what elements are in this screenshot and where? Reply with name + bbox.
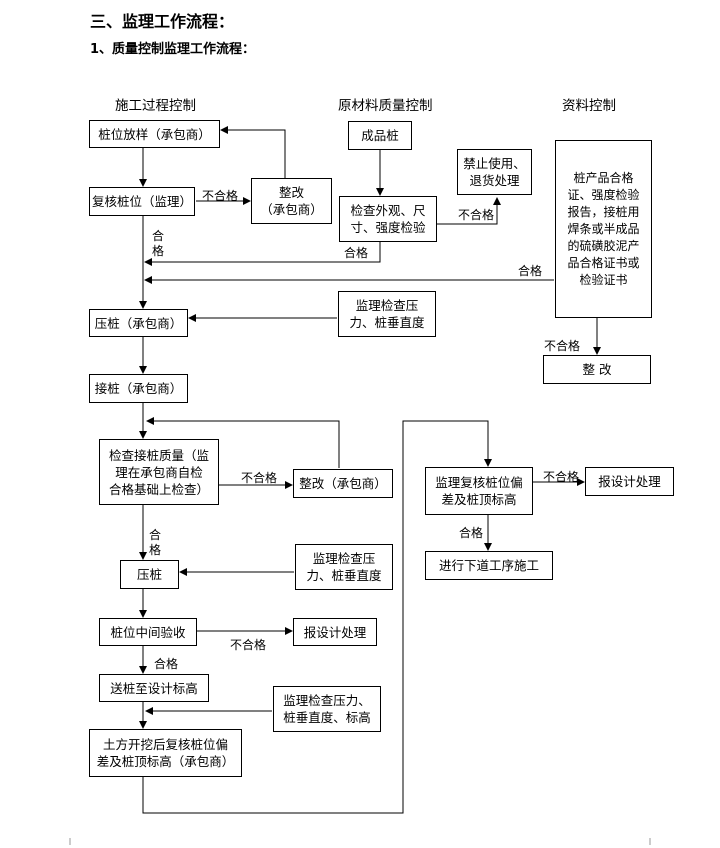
box-rectify-1: 整改 （承包商） [251, 178, 332, 224]
label-pass-recheck: 合 格 [152, 229, 165, 258]
label-fail-inspect: 不合格 [458, 208, 495, 222]
box-docs-list: 桩产品合格 证、强度检验 报告，接桩用 焊条或半成品 的硫磺胶泥产 品合格证书或… [555, 140, 652, 318]
label-pass-splice: 合 格 [149, 528, 162, 557]
label-fail-supervisor: 不合格 [543, 470, 580, 484]
box-check-splice: 检查接桩质量（监 理在承包商自检 合格基础上检查） [99, 439, 219, 505]
box-splice-pile: 接桩（承包商） [89, 374, 188, 403]
column-header-documents: 资料控制 [562, 98, 616, 114]
box-report-design-2: 报设计处理 [585, 467, 674, 496]
label-fail-docs: 不合格 [544, 339, 581, 353]
box-inspect-appearance: 检查外观、尺 寸、强度检验 [339, 196, 437, 242]
box-next-process: 进行下道工序施工 [425, 551, 553, 580]
label-fail-splice: 不合格 [241, 471, 278, 485]
label-fail-mid: 不合格 [230, 638, 267, 652]
box-press-pile-1: 压桩（承包商） [89, 309, 188, 337]
box-supervise-press-3: 监理检查压力、 桩垂直度、标高 [273, 686, 381, 732]
box-mid-acceptance: 桩位中间验收 [99, 618, 197, 646]
label-pass-mid: 合格 [154, 657, 179, 671]
box-supervise-press-1: 监理检查压 力、桩垂直度 [338, 291, 436, 337]
box-supervisor-recheck: 监理复核桩位偏 差及桩顶标高 [425, 467, 533, 515]
box-pile-layout: 桩位放样（承包商） [89, 120, 220, 148]
box-recheck-pile: 复核桩位（监理） [89, 187, 195, 216]
box-rectify-docs: 整 改 [543, 355, 651, 384]
box-excavate-recheck: 土方开挖后复核桩位偏 差及桩顶标高（承包商） [89, 729, 242, 777]
column-header-construction: 施工过程控制 [115, 98, 196, 114]
section-title: 三、监理工作流程： [90, 12, 235, 31]
label-fail-recheck: 不合格 [202, 189, 239, 203]
box-report-design-1: 报设计处理 [293, 618, 377, 646]
box-send-pile: 送桩至设计标高 [99, 674, 209, 702]
column-header-materials: 原材料质量控制 [338, 98, 433, 114]
label-pass-supervisor: 合格 [459, 526, 484, 540]
section-subtitle: 1、质量控制监理工作流程： [90, 42, 256, 57]
label-pass-docs: 合格 [518, 264, 543, 278]
box-press-pile-2: 压桩 [120, 560, 179, 589]
box-forbid-use: 禁止使用、 退货处理 [457, 149, 532, 195]
box-rectify-2: 整改（承包商） [293, 469, 393, 498]
box-finished-pile: 成品桩 [348, 121, 412, 150]
label-pass-inspect: 合格 [344, 246, 369, 260]
box-supervise-press-2: 监理检查压 力、桩垂直度 [295, 544, 393, 590]
